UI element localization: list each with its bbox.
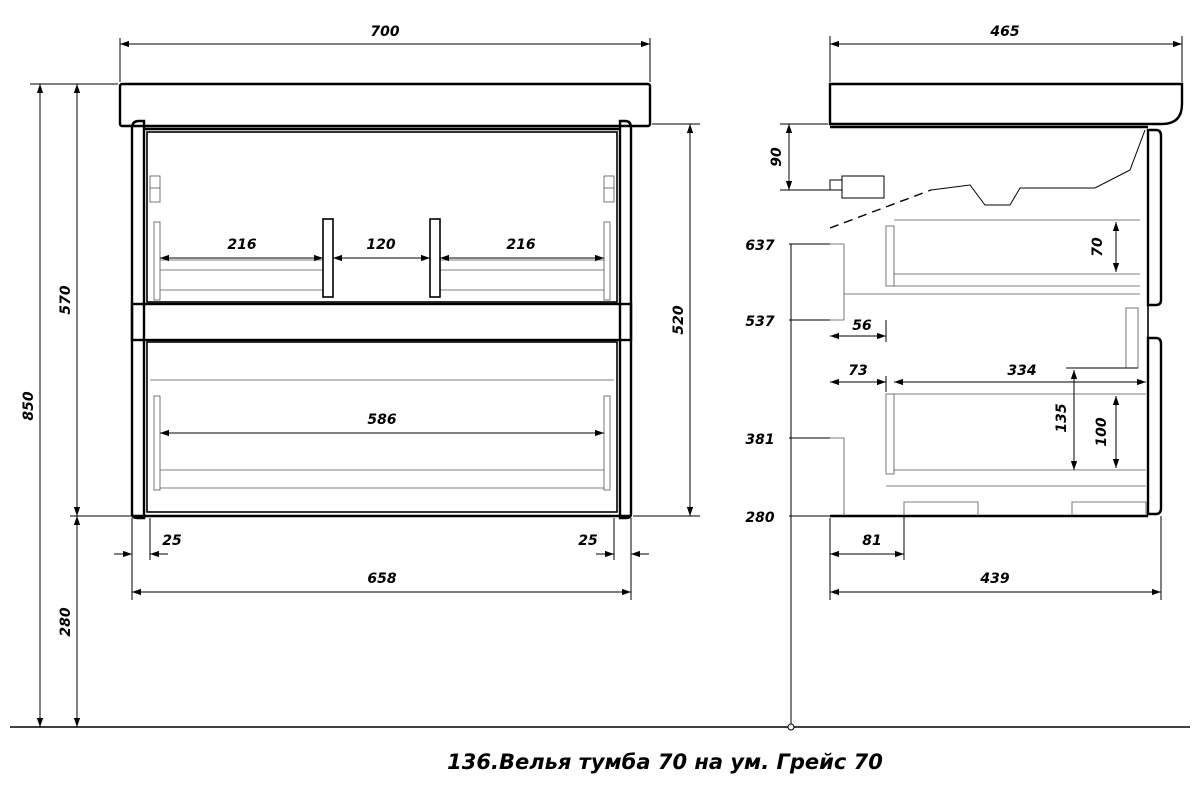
dim-right-offset: 25 xyxy=(578,533,598,549)
dim-front-overall-width: 700 xyxy=(370,24,399,40)
dim-height-70: 70 xyxy=(1090,237,1106,257)
side-view: 465 90 637 537 381 280 56 73 334 70 135 xyxy=(745,24,1184,724)
dim-bottom-drawer-width: 586 xyxy=(367,412,396,428)
dim-body-height: 570 xyxy=(58,285,74,314)
dim-level-381: 381 xyxy=(745,432,774,448)
dim-depth-334: 334 xyxy=(1007,363,1036,379)
dim-side-inner-depth: 439 xyxy=(979,571,1009,587)
front-view: 700 216 120 216 586 25 25 658 850 570 28 xyxy=(21,24,700,727)
dim-top-drawer-left-width: 216 xyxy=(227,237,256,253)
front-countertop xyxy=(118,82,652,128)
side-countertop xyxy=(828,82,1184,126)
drawing-caption: 136.Велья тумба 70 на ум. Грейс 70 xyxy=(447,750,883,774)
dim-inner-height: 520 xyxy=(671,305,687,334)
floor-origin-marker xyxy=(787,723,795,731)
front-mid-rail xyxy=(130,302,633,342)
dim-level-637: 637 xyxy=(745,238,774,254)
front-lower-drawer xyxy=(146,341,618,513)
side-upper-drawer-front xyxy=(1146,128,1163,307)
dim-left-offset: 25 xyxy=(162,533,182,549)
dim-front-inner-width: 658 xyxy=(367,571,396,587)
dim-top-drawer-right-width: 216 xyxy=(506,237,535,253)
side-lower-drawer-front xyxy=(1146,336,1163,516)
dim-depth-56: 56 xyxy=(852,318,872,334)
front-cabinet-body xyxy=(130,128,633,520)
dim-height-100: 100 xyxy=(1094,417,1110,446)
dim-total-height: 850 xyxy=(21,391,37,420)
dim-level-537: 537 xyxy=(745,314,774,330)
dim-floor-height: 280 xyxy=(58,607,74,636)
front-left-panel xyxy=(130,119,146,129)
dim-depth-81: 81 xyxy=(862,533,881,549)
dim-level-280: 280 xyxy=(745,510,774,526)
dim-side-overall-depth: 465 xyxy=(989,24,1019,40)
front-right-panel xyxy=(618,119,633,129)
side-siphon xyxy=(930,129,1146,206)
dim-depth-73: 73 xyxy=(848,363,867,379)
front-lower-drawer-internals xyxy=(150,379,614,491)
dim-height-135: 135 xyxy=(1054,403,1070,432)
dim-top-offset: 90 xyxy=(769,147,785,167)
front-upper-drawer xyxy=(146,131,618,303)
dim-top-drawer-gap: 120 xyxy=(366,237,395,253)
